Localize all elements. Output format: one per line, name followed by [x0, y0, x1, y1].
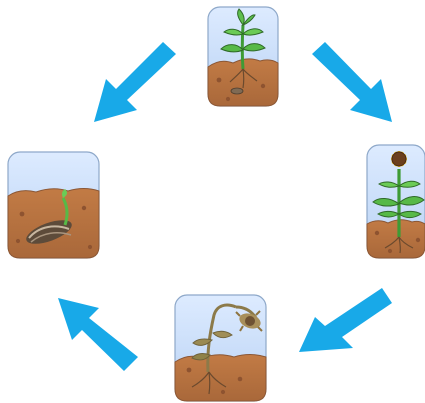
stage-sunflower-bloom: [366, 144, 425, 259]
arrow-bottom-left: [58, 298, 138, 371]
arrow-top-right: [312, 42, 392, 122]
seed-icon: [26, 220, 72, 244]
wilted-head-icon: [235, 310, 263, 332]
stage-wilted-sunflower: [174, 294, 267, 402]
stage-germinating-seed: [7, 151, 100, 259]
stage-seedling: [207, 6, 279, 107]
arrow-bottom-right: [299, 288, 392, 352]
arrow-top-left: [94, 42, 176, 122]
sunflower-head-icon: [391, 151, 407, 167]
